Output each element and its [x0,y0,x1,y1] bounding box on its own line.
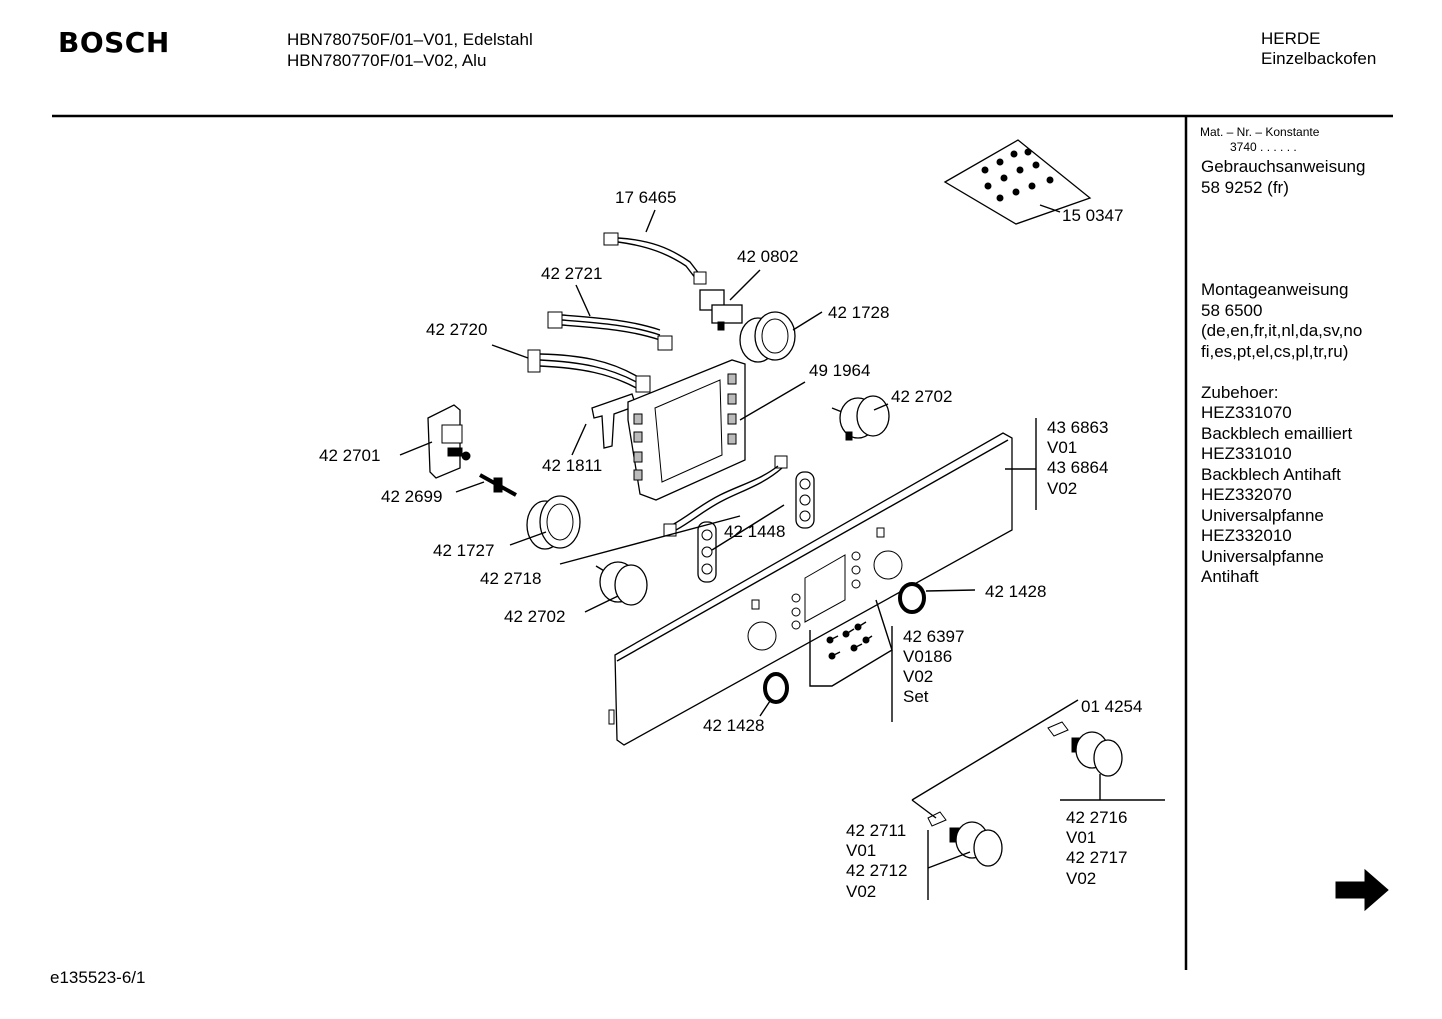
knob-422711-part [911,799,1003,900]
ring-421428-lower-part [759,672,789,717]
label-422720: 42 2720 [426,320,488,339]
switch-422701-part [399,404,471,479]
ring-421428-right-part [898,582,976,614]
sidebar-line: 58 9252 (fr) [1201,177,1289,197]
label-422702-lower: 42 2702 [504,607,566,626]
label-422701: 42 2701 [319,446,381,465]
label-421448: 42 1448 [724,522,786,541]
cable-421448-part [663,455,788,537]
sidebar-line [1201,219,1365,240]
bracket-421811-part [571,393,637,456]
label-422711: 42 2711 [846,821,907,840]
model-line-1: HBN780750F/01–V01, Edelstahl [287,30,533,49]
label-422717-v02: V02 [1066,869,1097,888]
sidebar-line: HEZ332010 [1201,526,1292,545]
screw-set-426397-part [809,599,893,722]
label-422702-upper: 42 2702 [891,387,953,406]
doc-id: e135523-6/1 [50,968,146,987]
label-436864-v02: V02 [1047,479,1078,498]
label-421428-right: 42 1428 [985,582,1047,601]
label-426397-v0186: V0186 [903,647,953,666]
sidebar-line: Universalpfanne [1201,505,1324,525]
label-014254: 01 4254 [1081,697,1143,716]
sidebar-line: fi,es,pt,el,cs,pl,tr,ru) [1201,341,1349,361]
screw-bag-part [943,139,1092,225]
label-176465: 17 6465 [615,188,677,207]
led-strip-part [697,471,815,583]
category-2: Einzelbackofen [1261,49,1377,68]
sidebar-line: Universalpfanne [1201,546,1324,566]
switch-420802-part [699,269,761,331]
label-422717: 42 2717 [1066,848,1128,867]
model-line-2: HBN780770F/01–V02, Alu [287,51,487,70]
knob-422716-part [911,699,1165,801]
knob-422702-lower-part [584,561,648,613]
leader-422718 [559,515,741,565]
socket-421728-part [739,311,823,363]
label-426397-v02: V02 [903,667,934,686]
sidebar-line: (de,en,fr,it,nl,da,sv,no [1201,321,1363,340]
label-150347: 15 0347 [1062,206,1124,225]
cable-176465-part [603,209,707,285]
label-421727: 42 1727 [433,541,495,560]
sensor-422699-part [455,473,517,497]
sidebar-line: Antihaft [1201,567,1259,586]
label-491964: 49 1964 [809,361,871,380]
label-436863: 43 6863 [1047,418,1109,437]
label-422721: 42 2721 [541,264,603,283]
sidebar-line [1201,362,1365,383]
brand-logo: BOSCH [58,26,170,59]
label-422699: 42 2699 [381,487,443,506]
sidebar-line: Zubehoer: [1201,382,1279,402]
socket-421727-part [509,495,581,550]
sidebar-line: 58 6500 [1201,300,1263,320]
label-422711-v01: V01 [846,841,877,860]
ribbon-cable-422720-part [491,344,651,393]
sidebar-line: Montageanweisung [1201,280,1349,299]
label-436864: 43 6864 [1047,458,1109,477]
label-422716: 42 2716 [1066,808,1128,827]
label-422718: 42 2718 [480,569,542,588]
label-426397-set: Set [903,687,929,706]
sidebar-line: HEZ332070 [1201,485,1292,504]
sidebar-notes: Gebrauchsanweisung 58 9252 (fr) Montagea… [1201,157,1365,588]
label-422712-v02: V02 [846,882,877,901]
sidebar-line: Backblech emailliert [1201,423,1353,443]
sidebar-line [1201,239,1365,260]
label-421728: 42 1728 [828,303,890,322]
module-frame-491964-part [627,359,806,501]
category-1: HERDE [1261,29,1321,48]
label-421428-lower: 42 1428 [703,716,765,735]
label-436863-v01: V01 [1047,438,1078,457]
label-426397: 42 6397 [903,627,965,646]
ribbon-cable-422721-part [547,284,673,351]
label-422716-v01: V01 [1066,828,1097,847]
label-421811: 42 1811 [542,456,603,475]
sidebar-line: Gebrauchsanweisung [1201,157,1366,176]
mat-value: 3740 . . . . . . [1230,140,1297,154]
sidebar-line: HEZ331070 [1201,403,1292,422]
sidebar-line: Backblech Antihaft [1201,464,1341,484]
control-panel-part [608,418,1037,746]
mat-label: Mat. – Nr. – Konstante [1200,125,1320,139]
sidebar-line [1201,260,1365,281]
knob-422702-upper-part [831,395,890,441]
arrow-right-icon[interactable] [1335,868,1389,912]
label-420802: 42 0802 [737,247,799,266]
sidebar-line: HEZ331010 [1201,444,1292,463]
sidebar-line [1201,198,1365,219]
label-422712: 42 2712 [846,861,908,880]
